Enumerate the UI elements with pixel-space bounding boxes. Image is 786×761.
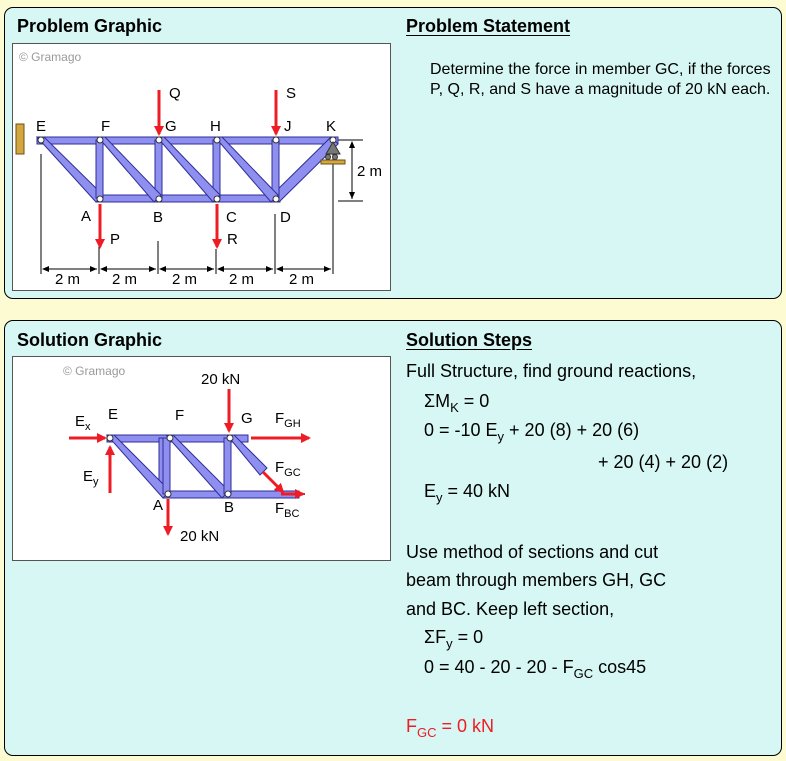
problem-graphic-frame: © Gramago 2 m 2 m 2 [12, 43, 391, 291]
label-H: H [210, 118, 221, 135]
label-F: F [101, 118, 110, 135]
load-label-top: 20 kN [201, 371, 240, 388]
problem-statement-heading: Problem Statement [406, 16, 571, 36]
label-C: C [226, 209, 237, 226]
truss-members [35, 136, 339, 203]
section-pins [106, 434, 234, 498]
span-label-2: 2 m [112, 271, 137, 288]
answer-line: FGC = 0 kN [406, 716, 495, 740]
force-arrows [69, 389, 311, 536]
step-line-2: ΣMK = 0 [424, 391, 490, 415]
label-Q: Q [169, 85, 181, 102]
step-line-3: 0 = -10 Ey + 20 (8) + 20 (6) [424, 420, 640, 444]
step-line-8: and BC. Keep left section, [406, 599, 615, 619]
load-arrows [95, 90, 281, 249]
solution-steps-heading: Solution Steps [406, 330, 532, 350]
step-line-10: 0 = 40 - 20 - 20 - FGC cos45 [424, 657, 647, 681]
label-A2: A [153, 497, 163, 514]
label-Ey: Ey [83, 468, 99, 488]
label-E2: E [108, 406, 118, 423]
wall-support-icon [15, 123, 25, 155]
label-J: J [284, 118, 292, 135]
load-label-bottom: 20 kN [180, 528, 219, 545]
label-S: S [286, 85, 296, 102]
label-Ex: Ex [75, 413, 91, 433]
height-label: 2 m [357, 163, 382, 180]
label-B: B [153, 209, 163, 226]
span-label-4: 2 m [229, 271, 254, 288]
label-E: E [36, 118, 46, 135]
span-label-3: 2 m [172, 271, 197, 288]
label-D: D [280, 209, 291, 226]
problem-panel: Problem Graphic Problem Statement Determ… [4, 7, 782, 299]
problem-graphic-heading: Problem Graphic [17, 16, 163, 36]
label-K: K [326, 118, 336, 135]
truss-diagram: © Gramago 2 m 2 m 2 [15, 50, 382, 288]
copyright-text: © Gramago [19, 50, 82, 64]
truss-pins [37, 136, 337, 203]
solution-panel: Solution Graphic Solution Steps © Gramag… [4, 320, 782, 756]
step-line-1: Full Structure, find ground reactions, [406, 361, 697, 381]
span-label-1: 2 m [55, 271, 80, 288]
roller-support-icon [320, 141, 346, 165]
dimension-lines [40, 139, 363, 274]
label-B2: B [224, 499, 234, 516]
step-line-6: Use method of sections and cut [406, 542, 659, 562]
label-FGC: FGC [275, 459, 301, 479]
solution-graphic-frame: © Gramago [12, 356, 391, 561]
label-F2: F [175, 407, 184, 424]
step-line-7: beam through members GH, GC [406, 570, 667, 590]
step-line-4: + 20 (4) + 20 (2) [598, 452, 729, 472]
span-label-5: 2 m [289, 271, 314, 288]
step-line-5: Ey = 40 kN [424, 481, 511, 505]
label-FBC: FBC [275, 500, 300, 520]
section-members [105, 434, 300, 499]
label-G2: G [241, 410, 253, 427]
problem-statement-text: Determine the force in member GC, if the… [430, 61, 771, 98]
label-G: G [165, 118, 177, 135]
solution-graphic-heading: Solution Graphic [17, 330, 163, 350]
label-R: R [227, 231, 238, 248]
label-A: A [81, 208, 91, 225]
copyright-text-2: © Gramago [63, 364, 126, 378]
step-line-9: ΣFy = 0 [424, 627, 484, 651]
label-FGH: FGH [275, 410, 301, 430]
free-body-diagram: © Gramago [63, 364, 311, 545]
label-P: P [110, 231, 120, 248]
